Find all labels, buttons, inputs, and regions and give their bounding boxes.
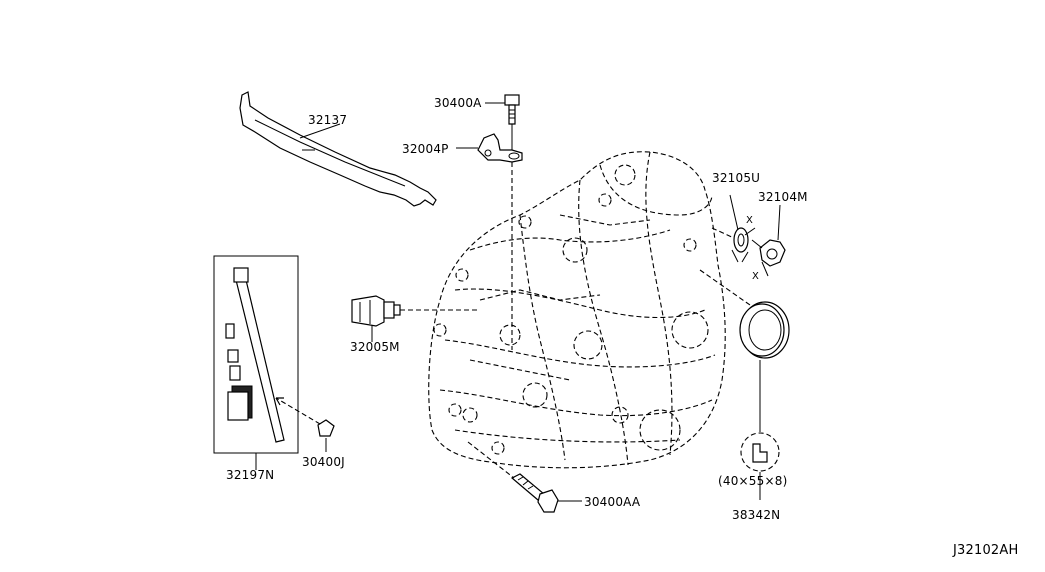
- part-38342N-oil-seal: [699, 269, 790, 500]
- label-32004P: 32004P: [402, 142, 449, 156]
- label-30400A: 30400A: [434, 96, 482, 110]
- label-32137: 32137: [308, 113, 348, 127]
- part-30400AA-bolt: [467, 441, 582, 513]
- label-seal-size: (40×55×8): [718, 474, 788, 488]
- part-32104M-sensor: [741, 204, 786, 277]
- label-30400J: 30400J: [302, 455, 345, 469]
- label-32005M: 32005M: [350, 340, 400, 354]
- part-30400A-bolt: [485, 94, 520, 152]
- part-32137-bracket: [239, 91, 437, 207]
- diagram-id: J32102AH: [953, 543, 1019, 558]
- part-32105U-washer: [729, 194, 756, 263]
- part-32005M-switch: [351, 295, 480, 340]
- transmission-case: [428, 151, 726, 469]
- x-mark-top: X: [746, 215, 754, 226]
- label-30400AA: 30400AA: [584, 495, 641, 509]
- label-38342N: 38342N: [732, 508, 781, 522]
- part-32197N-dipstick-kit: [213, 255, 299, 470]
- label-32197N: 32197N: [226, 468, 275, 482]
- label-32104M: 32104M: [758, 190, 808, 204]
- x-mark-bottom: X: [752, 271, 760, 282]
- label-32105U: 32105U: [712, 171, 761, 185]
- part-30400J-fitting: [275, 397, 335, 452]
- part-32004P-bracket: [456, 133, 523, 350]
